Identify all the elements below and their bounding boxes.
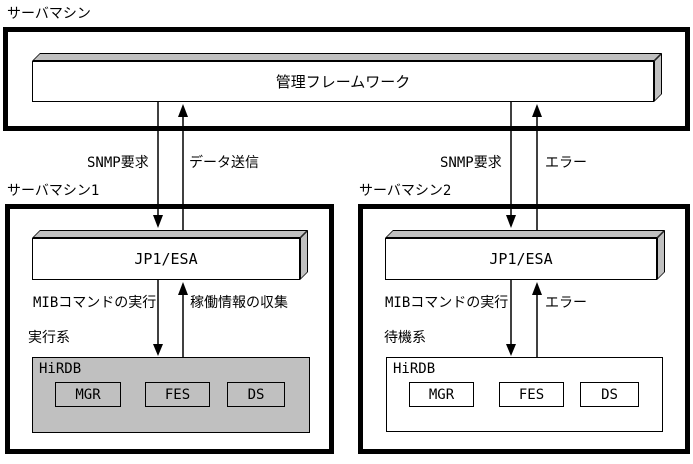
server1-agent-box-right-face [300,230,308,280]
error-bottom-label: エラー [545,295,587,311]
management-framework-box-right-face [654,53,662,102]
server2-mib-command-label: MIBコマンドの実行 [385,295,509,311]
server1-hirdb-label: HiRDB [39,361,82,377]
server2-unit-mgr: MGR [409,382,474,407]
server1-mib-command-label: MIBコマンドの実行 [33,295,157,311]
server1-hirdb-box: HiRDB [32,357,310,433]
server2-machine-label: サーバマシン2 [359,183,452,199]
server2-unit-ds: DS [580,382,639,407]
server2-agent-box-front-face: JP1/ESA [385,238,657,280]
top-server-machine-label: サーバマシン [7,6,91,22]
server1-agent-label: JP1/ESA [134,250,198,268]
server2-unit-fes: FES [499,382,564,407]
server2-hirdb-label: HiRDB [393,361,436,377]
error-top-label: エラー [545,155,587,171]
server2-hirdb-box: HiRDB [386,357,663,432]
management-framework-box-top-face [32,53,662,61]
server1-agent-box-top-face [32,230,308,238]
snmp-request-left-label: SNMP要求 [87,155,149,171]
server1-unit-ds: DS [227,382,285,407]
management-framework-label: 管理フレームワーク [275,73,411,91]
server1-machine-label: サーバマシン1 [7,183,100,199]
server2-mode-label: 待機系 [384,330,426,346]
server1-mode-label: 実行系 [28,330,70,346]
server2-agent-label: JP1/ESA [489,250,553,268]
server1-unit-fes: FES [145,382,210,407]
snmp-request-right-label: SNMP要求 [440,155,502,171]
management-framework-box-front-face: 管理フレームワーク [32,61,654,102]
server2-agent-box-top-face [385,230,665,238]
server2-agent-box-right-face [657,230,665,280]
data-send-label: データ送信 [189,155,259,171]
server1-agent-box-front-face: JP1/ESA [32,238,300,280]
server1-unit-mgr: MGR [55,382,121,407]
server1-collect-info-label: 稼働情報の収集 [190,295,288,311]
